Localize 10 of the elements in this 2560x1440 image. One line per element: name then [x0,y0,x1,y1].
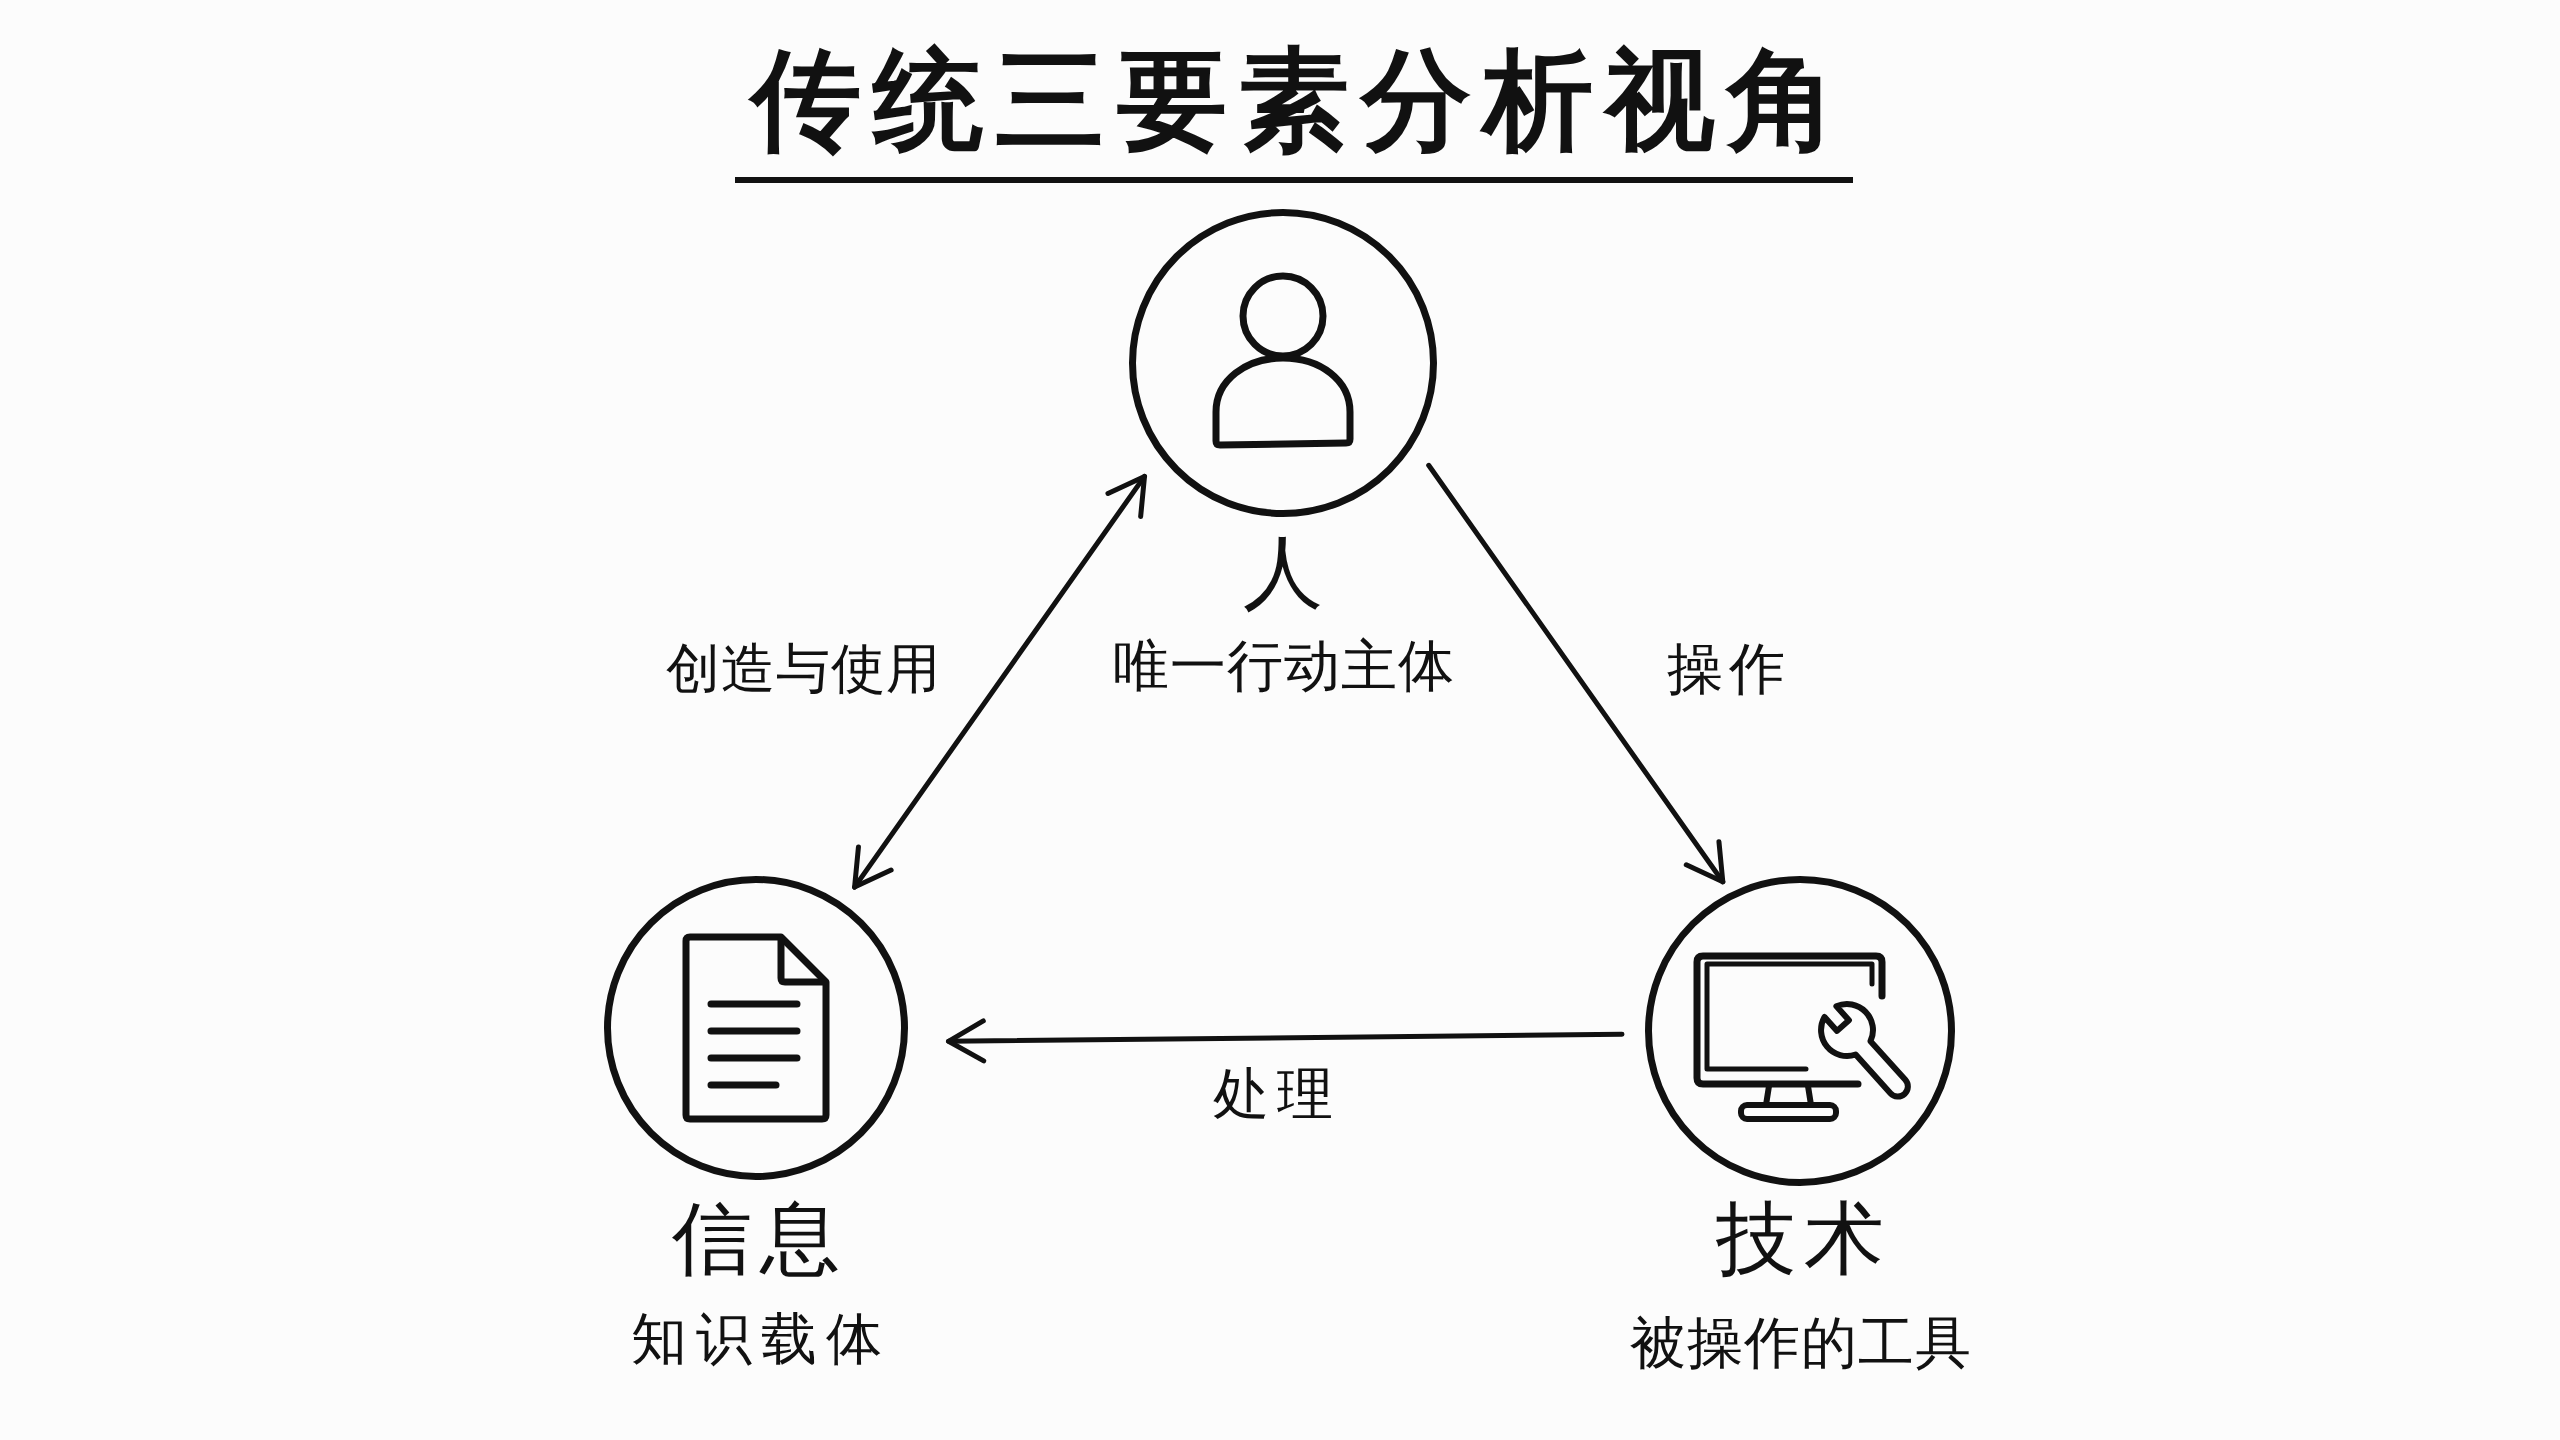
node-label: 技术 [1715,1199,1892,1279]
node-caption: 被操作的工具 [1628,1315,1972,1371]
node-label: 信息 [671,1199,848,1279]
node-caption: 唯一行动主体 [1111,638,1455,694]
arrow [852,473,1147,890]
title: 传统三要素分析视角 [735,45,1853,183]
arrow [1426,462,1726,885]
arrow [946,1018,1625,1064]
node-label: 人 [1243,533,1323,613]
node-caption: 知识载体 [629,1311,891,1367]
